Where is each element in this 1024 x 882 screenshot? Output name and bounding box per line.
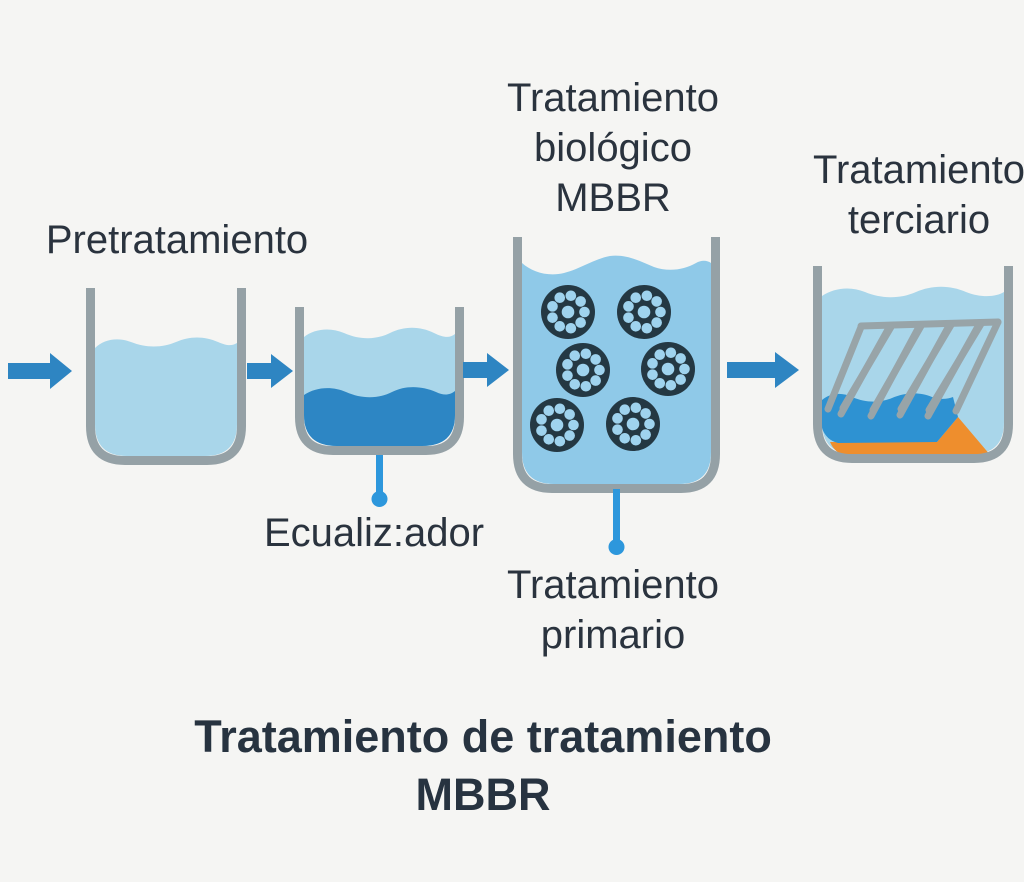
- tank-terciario: [813, 266, 1013, 463]
- carrier-icon: [541, 285, 595, 339]
- label-pretratamiento: Pretratamiento: [45, 218, 309, 262]
- flow-arrow-icon: [727, 352, 799, 388]
- tank-wall: [295, 307, 464, 455]
- tank-wall: [86, 288, 246, 465]
- carrier-icon: [641, 342, 695, 396]
- sediment-orange: [830, 417, 991, 458]
- carrier-icon: [530, 398, 584, 452]
- carrier-icon: [617, 285, 671, 339]
- flow-arrow-icon: [463, 353, 509, 387]
- carrier-icon: [556, 343, 610, 397]
- tank-wall: [813, 266, 1013, 463]
- tertiary-sludge: [822, 393, 958, 443]
- diagram-title: Tratamiento de tratamiento MBBR: [194, 711, 772, 820]
- label-tratamiento-terciario: Tratamiento terciario: [813, 148, 1024, 242]
- tank-water: [95, 337, 237, 456]
- label-tratamiento-primario: Tratamiento primario: [507, 563, 719, 657]
- flow-arrow-icon: [247, 354, 293, 388]
- equalizer-dark-layer: [304, 387, 455, 446]
- label-ecualizador: Ecualiz:ador: [263, 511, 485, 555]
- tank-wall: [513, 237, 720, 493]
- label-tratamiento-biologico-mbbr: Tratamiento biológico MBBR: [507, 76, 719, 220]
- pointer-primario: [608, 489, 625, 555]
- tank-mbbr: [513, 237, 720, 555]
- pointer-ecualizador: [371, 455, 388, 507]
- tank-pretratamiento: [86, 288, 246, 465]
- lattice-screen: [824, 318, 1002, 420]
- inflow-arrow-icon: [8, 353, 72, 389]
- tank-ecualizador: [295, 307, 464, 507]
- carrier-icon: [606, 397, 660, 451]
